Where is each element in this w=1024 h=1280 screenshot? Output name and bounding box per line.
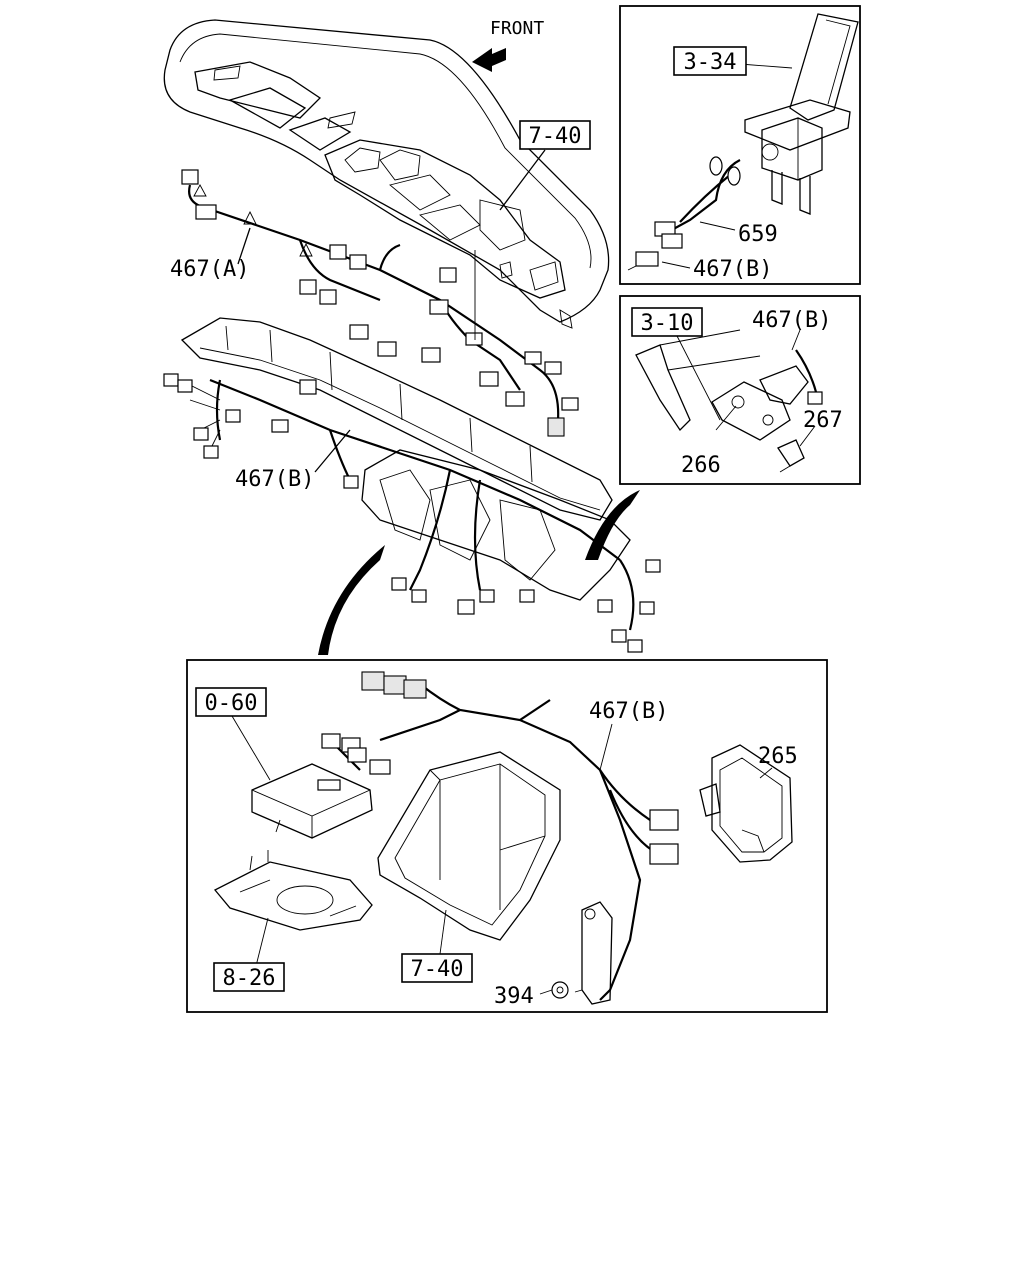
detail-sweep-arrows <box>318 490 640 655</box>
ref-3-34: 3-34 <box>684 50 737 75</box>
bracket-detail-panel <box>619 295 861 485</box>
label-659: 659 <box>738 222 778 247</box>
ref-box-3-10 <box>631 307 703 337</box>
ref-box-0-60 <box>195 687 267 717</box>
reference-boxes: 7-40 3-34 3-10 0-60 8-26 7-40 <box>195 46 747 992</box>
pedal-detail-panel <box>619 5 861 285</box>
ref-box-7-40-top <box>519 120 591 150</box>
ref-0-60: 0-60 <box>205 691 258 716</box>
instrument-panel <box>163 19 610 329</box>
label-266: 266 <box>681 453 721 478</box>
bottom-detail-panel <box>186 659 828 1013</box>
label-467a: 467(A) <box>170 257 249 282</box>
harness-467b-main <box>163 373 661 653</box>
label-394: 394 <box>494 984 534 1009</box>
label-467b-bracket: 467(B) <box>752 308 831 333</box>
ref-box-8-26 <box>213 962 285 992</box>
label-467b-main: 467(B) <box>235 467 314 492</box>
label-267: 267 <box>803 408 843 433</box>
front-arrow-icon <box>472 48 506 72</box>
front-label: FRONT <box>490 18 544 39</box>
label-467b-detail: 467(B) <box>589 699 668 724</box>
harness-467a <box>181 169 579 437</box>
ref-8-26: 8-26 <box>223 966 276 991</box>
label-467b-pedal: 467(B) <box>693 257 772 282</box>
label-265: 265 <box>758 744 798 769</box>
front-indicator: FRONT <box>472 18 544 72</box>
ref-3-10: 3-10 <box>641 311 694 336</box>
ref-box-3-34 <box>673 46 747 76</box>
ref-7-40-top: 7-40 <box>529 124 582 149</box>
ref-7-40-bottom: 7-40 <box>411 957 464 982</box>
part-labels: 467(A) 467(B) 659 467(B) 467(B) 267 266 … <box>170 222 843 1009</box>
leader-lines <box>237 149 546 473</box>
cross-car-beam <box>180 317 631 601</box>
ref-box-7-40-bottom <box>401 953 473 983</box>
